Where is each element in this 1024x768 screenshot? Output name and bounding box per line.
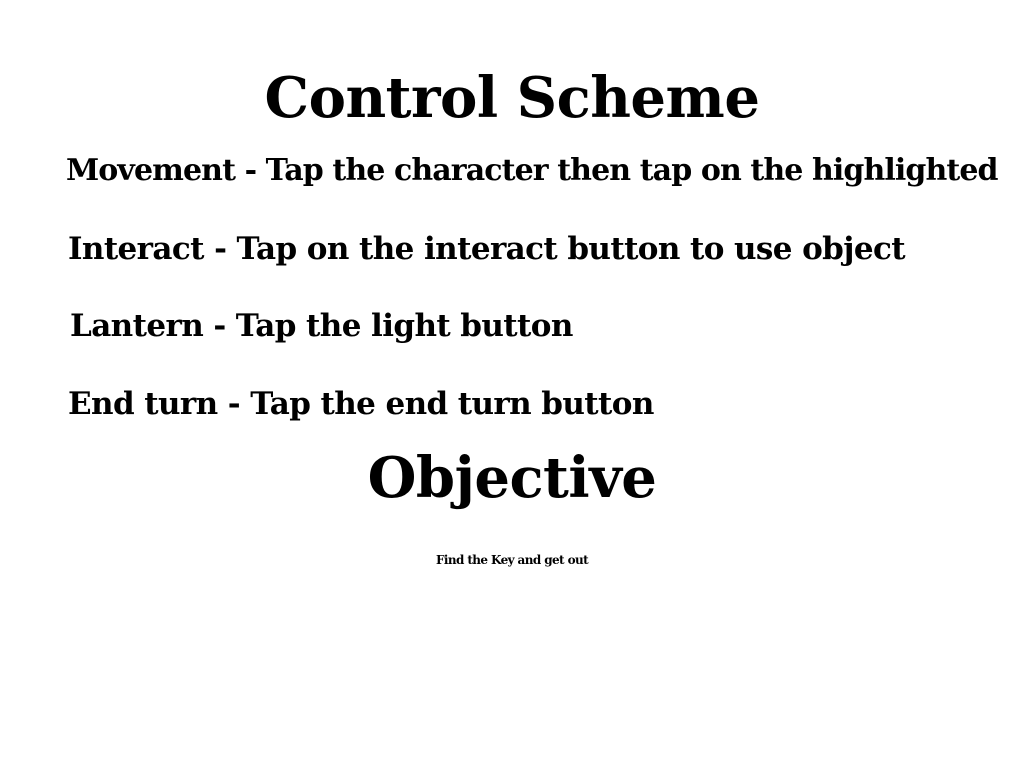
objective-text: Find the Key and get out: [435, 553, 589, 567]
control-interact-text: Interact - Tap on the interact button to…: [68, 231, 906, 267]
control-lantern-text: Lantern - Tap the light button: [70, 308, 573, 344]
objective-heading: Objective: [367, 445, 657, 511]
control-scheme-heading: Control Scheme: [264, 65, 760, 131]
control-end-turn-text: End turn - Tap the end turn button: [68, 386, 654, 422]
control-movement-text: Movement - Tap the character then tap on…: [66, 153, 999, 188]
